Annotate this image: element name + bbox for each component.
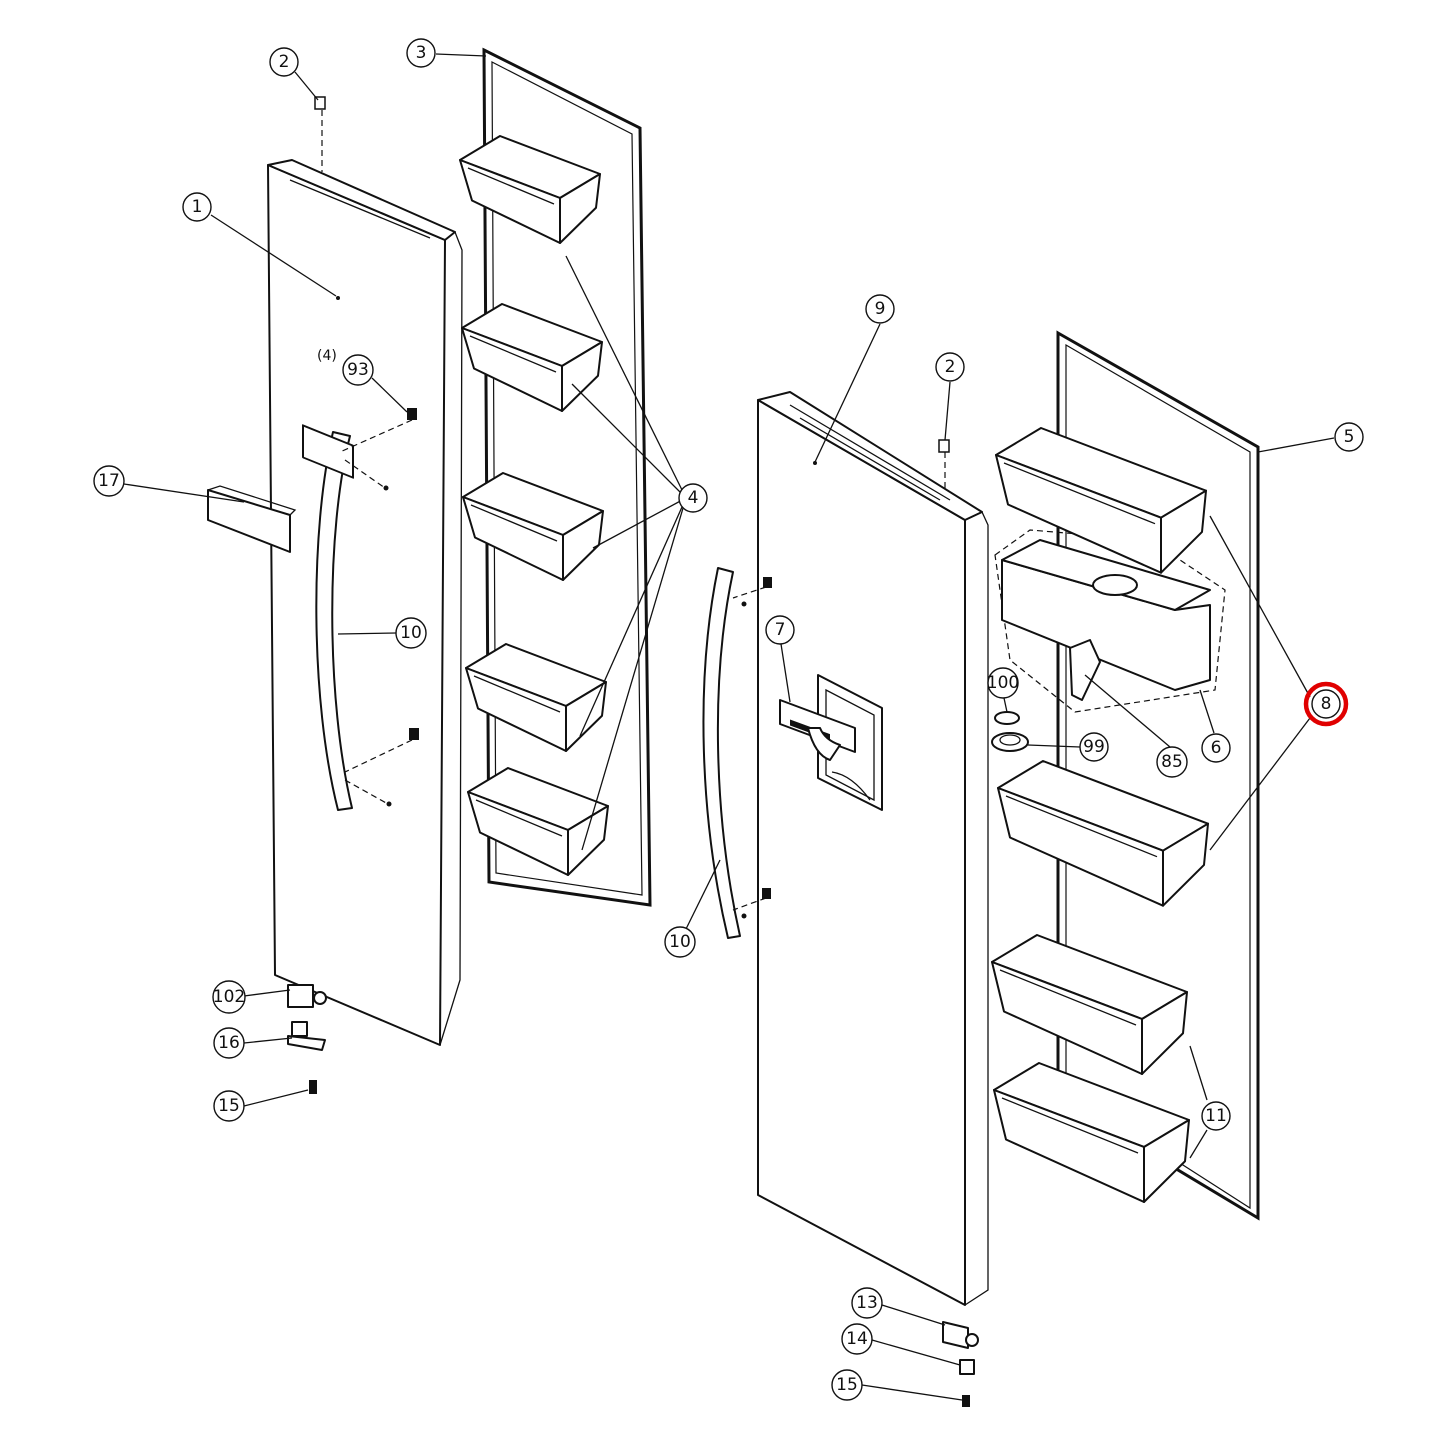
svg-text:15: 15 — [836, 1375, 858, 1395]
svg-text:8: 8 — [1321, 694, 1332, 714]
svg-text:102: 102 — [213, 987, 245, 1007]
callout-6: 6 — [1201, 733, 1231, 763]
callout-7: 7 — [765, 615, 795, 645]
svg-text:10: 10 — [400, 623, 422, 643]
right-bin-3 — [991, 934, 1188, 1075]
svg-text:5: 5 — [1344, 427, 1355, 447]
note-text: (4) — [317, 348, 337, 364]
right-hinge-parts — [942, 1321, 979, 1407]
callout-5: 5 — [1334, 422, 1364, 452]
callout-10-right: 10 — [664, 926, 696, 958]
callout-100: 100 — [987, 667, 1019, 699]
svg-text:7: 7 — [775, 620, 786, 640]
callout-3: 3 — [406, 38, 436, 68]
water-tank-assembly — [994, 529, 1226, 713]
callout-10-left: 10 — [395, 617, 427, 649]
svg-text:9: 9 — [875, 299, 886, 319]
callout-15-left: 15 — [213, 1090, 245, 1122]
right-bin-4 — [993, 1062, 1190, 1203]
right-door-handle — [702, 567, 741, 939]
svg-text:100: 100 — [987, 673, 1019, 693]
right-door-bins — [991, 427, 1209, 1203]
callout-16: 16 — [213, 1027, 245, 1059]
svg-text:16: 16 — [218, 1033, 240, 1053]
callout-8: 8 — [1311, 689, 1341, 719]
control-panel-part — [207, 485, 297, 553]
svg-text:17: 17 — [98, 471, 120, 491]
water-dispenser — [779, 674, 883, 811]
callout-11: 11 — [1201, 1101, 1231, 1131]
left-hinge-parts — [287, 984, 327, 1094]
callout-2-left: 2 — [269, 47, 299, 77]
svg-text:93: 93 — [347, 360, 369, 380]
svg-text:14: 14 — [846, 1329, 868, 1349]
left-bin-2 — [461, 303, 603, 412]
right-bin-1 — [995, 427, 1207, 574]
callout-2-right: 2 — [935, 352, 965, 382]
callout-15-right: 15 — [831, 1369, 863, 1401]
left-bin-5 — [467, 767, 609, 876]
callout-9: 9 — [865, 294, 895, 324]
left-top-screw — [314, 96, 326, 172]
svg-text:11: 11 — [1205, 1106, 1227, 1126]
right-top-screw — [938, 439, 950, 490]
right-door-panel — [757, 391, 989, 1306]
svg-text:15: 15 — [218, 1096, 240, 1116]
callout-14: 14 — [841, 1323, 873, 1355]
svg-text:1: 1 — [192, 197, 203, 217]
callout-85: 85 — [1156, 746, 1188, 778]
left-door-gasket — [482, 47, 652, 907]
right-handle-screws — [732, 577, 772, 919]
left-handle-screws — [339, 408, 419, 807]
callout-4: 4 — [678, 483, 708, 513]
right-bin-2 — [997, 760, 1209, 907]
svg-text:3: 3 — [416, 43, 427, 63]
highlight-ring — [1303, 681, 1349, 727]
valve-cap — [991, 732, 1029, 752]
callout-17: 17 — [93, 465, 125, 497]
left-bin-1 — [459, 135, 601, 244]
svg-text:99: 99 — [1083, 737, 1105, 757]
callout-93: 93 — [342, 354, 374, 386]
left-bin-3 — [462, 472, 604, 581]
left-door-handle — [302, 424, 354, 811]
callout-1: 1 — [182, 192, 212, 222]
svg-text:6: 6 — [1211, 738, 1222, 758]
callout-99: 99 — [1079, 732, 1109, 762]
left-bin-4 — [465, 643, 607, 752]
svg-text:85: 85 — [1161, 752, 1183, 772]
svg-text:4: 4 — [688, 488, 699, 508]
left-door-panel — [267, 159, 463, 1046]
left-door-bins — [459, 135, 609, 876]
leader-lines — [123, 53, 1335, 1401]
svg-text:2: 2 — [945, 357, 956, 377]
callout-102: 102 — [212, 980, 246, 1014]
svg-text:13: 13 — [856, 1293, 878, 1313]
svg-text:10: 10 — [669, 932, 691, 952]
svg-text:2: 2 — [279, 52, 290, 72]
callout-13: 13 — [851, 1287, 883, 1319]
seal-ring — [994, 711, 1020, 725]
